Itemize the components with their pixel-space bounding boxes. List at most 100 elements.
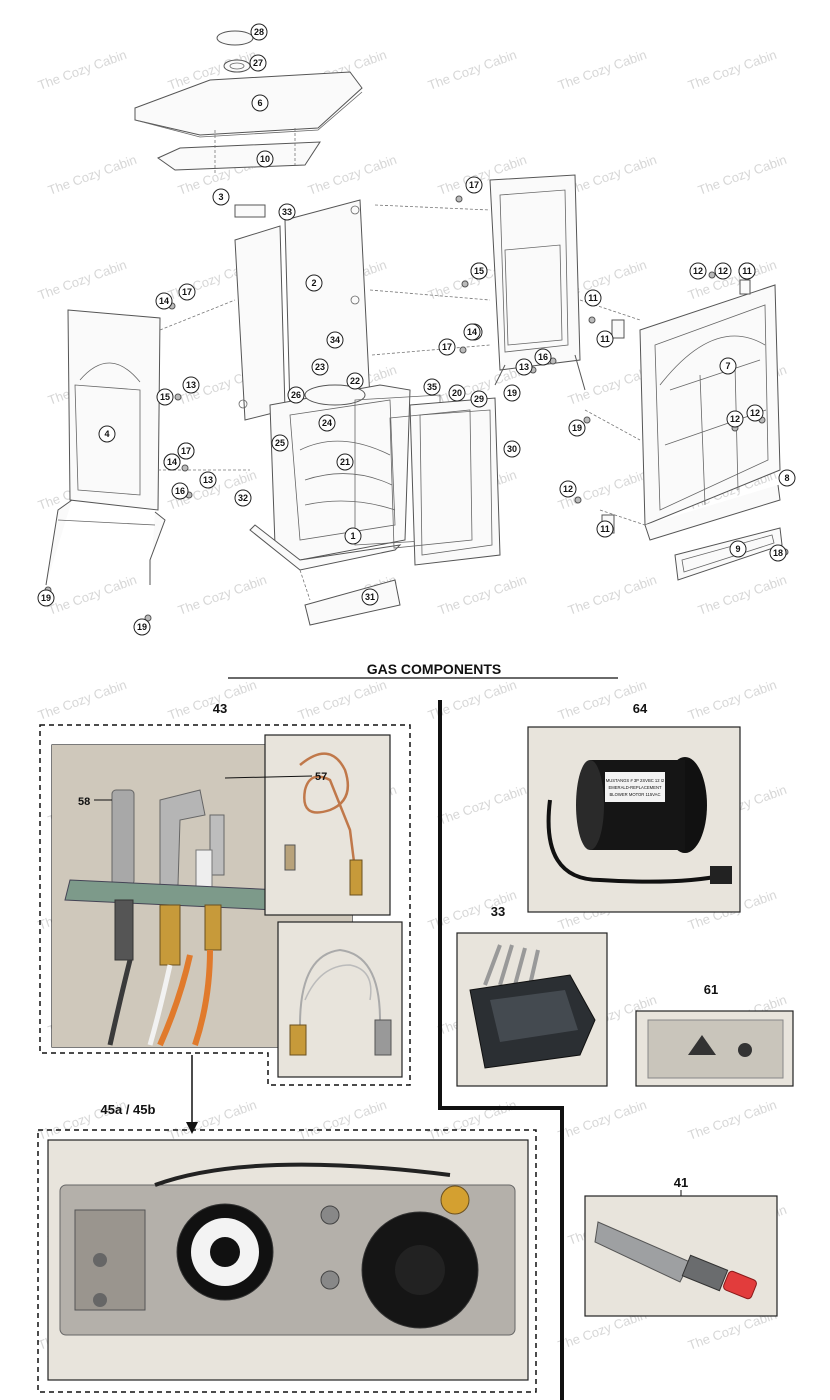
- alt-thermocouple-illustration: [289, 948, 392, 1056]
- callout-25: 25: [271, 434, 289, 452]
- watermark-text: The Cozy Cabin: [686, 1097, 779, 1143]
- callout-28: 28: [250, 23, 268, 41]
- callout-number: 21: [340, 457, 350, 467]
- callout-19: 19: [568, 419, 586, 437]
- part-33-label: 33: [491, 904, 505, 919]
- callout-9: 9: [729, 540, 747, 558]
- callout-number: 19: [137, 622, 147, 632]
- callout-number: 17: [442, 342, 452, 352]
- watermark-text: The Cozy Cabin: [696, 572, 789, 618]
- callout-1: 1: [344, 527, 362, 545]
- callout-number: 23: [315, 362, 325, 372]
- callout-35: 35: [423, 378, 441, 396]
- callout-number: 12: [718, 266, 728, 276]
- callout-number: 11: [600, 524, 610, 534]
- part-57-label: 57: [315, 771, 327, 783]
- callout-number: 32: [238, 493, 248, 503]
- callout-number: 11: [588, 293, 598, 303]
- callout-number: 29: [474, 394, 484, 404]
- right-side-panel-part: [489, 174, 586, 391]
- callout-10: 10: [256, 150, 274, 168]
- callout-number: 20: [452, 388, 462, 398]
- callout-number: 10: [260, 154, 270, 164]
- section-divider: [438, 700, 564, 1400]
- fan-label-line-3: BLOWER MOTOR 115VAC: [610, 792, 661, 797]
- part-61-label: 61: [704, 982, 718, 997]
- top-cap-part: [134, 30, 363, 175]
- watermark-text: The Cozy Cabin: [176, 572, 269, 618]
- callout-12: 12: [559, 480, 577, 498]
- callout-21: 21: [336, 453, 354, 471]
- callout-number: 8: [784, 473, 789, 483]
- callout-number: 11: [742, 266, 752, 276]
- callout-15: 15: [470, 262, 488, 280]
- watermark-text: The Cozy Cabin: [556, 47, 649, 93]
- glass-frame-part: [389, 397, 501, 566]
- callout-number: 25: [275, 438, 285, 448]
- part-43-dashed-group: [39, 724, 411, 1086]
- ash-lip-part: [674, 527, 783, 581]
- callout-11: 11: [738, 262, 756, 280]
- callout-19: 19: [133, 618, 151, 636]
- callout-11: 11: [584, 289, 602, 307]
- callout-14: 14: [155, 292, 173, 310]
- callout-13: 13: [515, 358, 533, 376]
- bracket-part: [739, 279, 751, 295]
- callout-33: 33: [278, 203, 296, 221]
- callout-22: 22: [346, 372, 364, 390]
- part-41-label: 41: [674, 1175, 688, 1190]
- callout-6: 6: [251, 94, 269, 112]
- thermocouple-photo: [264, 734, 391, 916]
- callout-number: 26: [291, 390, 301, 400]
- thermocouple-illustration: [284, 752, 363, 896]
- callout-number: 15: [474, 266, 484, 276]
- callout-3: 3: [212, 188, 230, 206]
- igniter-illustration: [594, 1221, 757, 1300]
- callout-19: 19: [37, 589, 55, 607]
- callout-15: 15: [156, 388, 174, 406]
- screw-icon: [574, 496, 582, 504]
- callout-16: 16: [534, 348, 552, 366]
- blower-fan-illustration: [546, 757, 732, 884]
- watermark-text: The Cozy Cabin: [296, 1097, 389, 1143]
- front-door-part: [639, 284, 781, 541]
- fan-label-line-2: EMERALD-REPLACEMENT: [608, 785, 661, 790]
- screw-icon: [708, 271, 716, 279]
- callout-4: 4: [98, 425, 116, 443]
- watermark-text: The Cozy Cabin: [566, 572, 659, 618]
- callout-12: 12: [714, 262, 732, 280]
- watermark-text: The Cozy Cabin: [36, 677, 129, 723]
- callout-number: 6: [257, 98, 262, 108]
- watermark-text: The Cozy Cabin: [556, 1097, 649, 1143]
- screw-icon: [583, 416, 591, 424]
- callout-number: 14: [467, 327, 477, 337]
- watermark-text: The Cozy Cabin: [686, 47, 779, 93]
- callout-24: 24: [318, 414, 336, 432]
- callout-19: 19: [503, 384, 521, 402]
- watermark-text: The Cozy Cabin: [566, 152, 659, 198]
- screw-icon: [588, 316, 596, 324]
- callout-number: 11: [600, 334, 610, 344]
- callout-number: 9: [735, 544, 740, 554]
- callout-29: 29: [470, 390, 488, 408]
- arrow-head-icon: [186, 1122, 198, 1134]
- watermark-text: The Cozy Cabin: [36, 47, 129, 93]
- callout-number: 1: [350, 531, 355, 541]
- callout-34: 34: [326, 331, 344, 349]
- exploded-stove-diagram: 2827610333214171714151312111211141712154…: [37, 23, 796, 636]
- callout-11: 11: [596, 330, 614, 348]
- part-45-dashed-group: [37, 1129, 537, 1393]
- callout-number: 17: [181, 446, 191, 456]
- callout-number: 12: [730, 414, 740, 424]
- callout-number: 19: [572, 423, 582, 433]
- gas-valve-illustration: [59, 1162, 516, 1336]
- callout-number: 15: [160, 392, 170, 402]
- screw-icon: [174, 393, 182, 401]
- watermark-text: The Cozy Cabin: [436, 782, 529, 828]
- callout-number: 2: [311, 278, 316, 288]
- callout-number: 19: [507, 388, 517, 398]
- callout-number: 18: [773, 548, 783, 558]
- callout-30: 30: [503, 440, 521, 458]
- callout-number: 24: [322, 418, 332, 428]
